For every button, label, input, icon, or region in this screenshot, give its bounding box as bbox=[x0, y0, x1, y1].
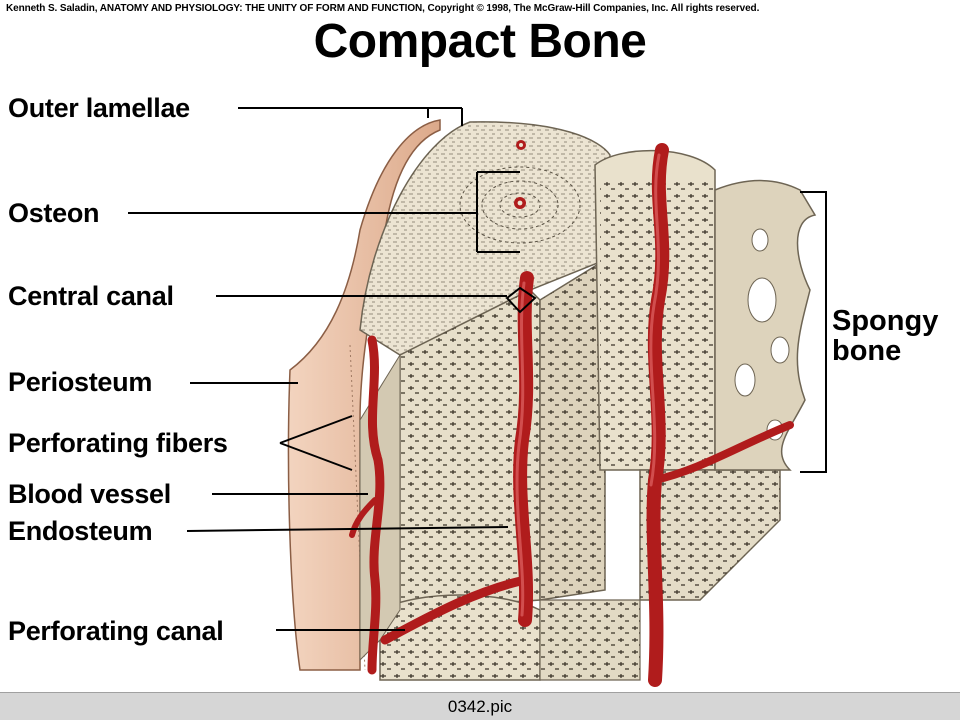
label-periosteum: Periosteum bbox=[8, 367, 153, 397]
status-bar: 0342.pic bbox=[0, 690, 960, 720]
compact-bone-diagram bbox=[128, 107, 827, 687]
blood-vessel-highlights bbox=[515, 153, 661, 617]
page-title: Compact Bone bbox=[313, 15, 647, 68]
copyright-notice: Kenneth S. Saladin, ANATOMY AND PHYSIOLO… bbox=[6, 3, 760, 14]
spongy-bone-shape bbox=[714, 179, 817, 471]
label-endosteum: Endosteum bbox=[8, 516, 153, 546]
status-filename: 0342.pic bbox=[447, 697, 513, 716]
label-spongy-line2: bone bbox=[832, 335, 902, 367]
label-osteon: Osteon bbox=[8, 198, 100, 228]
blood-vessels bbox=[349, 143, 794, 687]
leader-lines bbox=[128, 107, 827, 631]
label-perforating-fibers: Perforating fibers bbox=[8, 428, 228, 458]
label-blood-vessel: Blood vessel bbox=[8, 479, 171, 509]
label-outer-lamellae: Outer lamellae bbox=[8, 93, 190, 123]
osteon-columns bbox=[359, 149, 781, 681]
label-spongy-line1: Spongy bbox=[832, 305, 939, 337]
central-canal-marker bbox=[505, 286, 537, 314]
label-spongy-bone: Spongy bone bbox=[832, 306, 938, 366]
label-central-canal: Central canal bbox=[8, 281, 174, 311]
label-perforating-canal: Perforating canal bbox=[8, 616, 224, 646]
